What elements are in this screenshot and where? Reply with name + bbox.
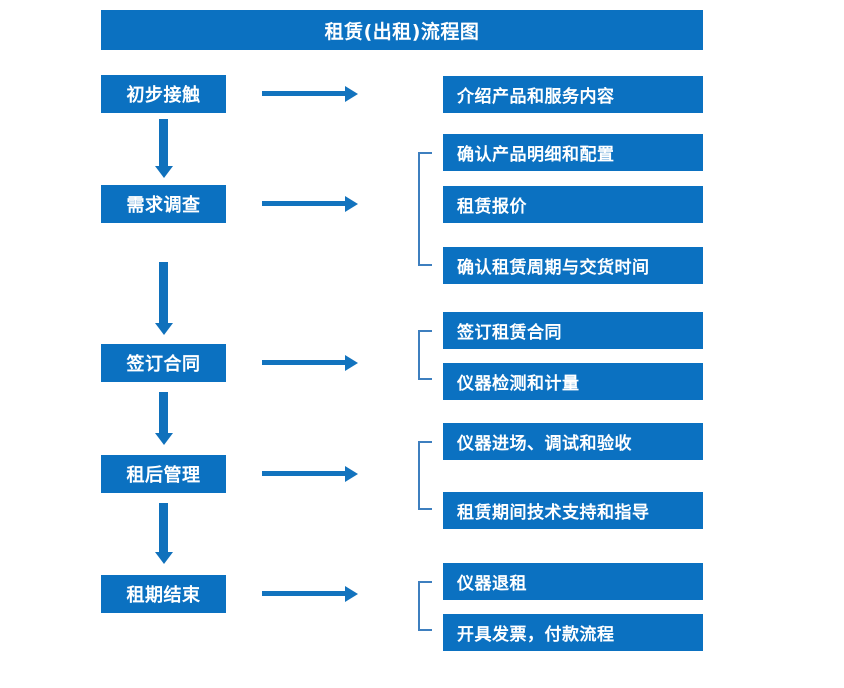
task-box-technical-support[interactable]: 租赁期间技术支持和指导 — [443, 492, 703, 529]
task-box-instrument-arrival[interactable]: 仪器进场、调试和验收 — [443, 423, 703, 460]
stage-box-initial-contact[interactable]: 初步接触 — [101, 75, 226, 113]
diagram-title: 租赁(出租)流程图 — [101, 10, 703, 50]
arrow-right-icon-stage2 — [262, 201, 346, 206]
arrow-down-icon-stage2-stage3 — [159, 262, 168, 324]
task-box-confirm-rental-period[interactable]: 确认租赁周期与交货时间 — [443, 247, 703, 284]
task-box-confirm-product-details[interactable]: 确认产品明细和配置 — [443, 134, 703, 171]
task-box-invoice-payment[interactable]: 开具发票，付款流程 — [443, 614, 703, 651]
task-box-instrument-testing[interactable]: 仪器检测和计量 — [443, 363, 703, 400]
stage-box-needs-survey[interactable]: 需求调查 — [101, 185, 226, 223]
task-box-rental-quotation[interactable]: 租赁报价 — [443, 186, 703, 223]
task-box-instrument-return[interactable]: 仪器退租 — [443, 563, 703, 600]
stage-box-sign-contract[interactable]: 签订合同 — [101, 344, 226, 382]
arrow-right-icon-stage5 — [262, 591, 346, 596]
group-bracket-icon-stage3 — [418, 330, 432, 380]
group-bracket-icon-stage4 — [418, 441, 432, 510]
arrow-right-icon-stage4 — [262, 471, 346, 476]
stage-box-post-rental-management[interactable]: 租后管理 — [101, 455, 226, 493]
task-box-sign-rental-contract[interactable]: 签订租赁合同 — [443, 312, 703, 349]
arrow-down-icon-stage3-stage4 — [159, 392, 168, 434]
group-bracket-icon-stage2 — [418, 152, 432, 266]
arrow-right-icon-stage3 — [262, 360, 346, 365]
arrow-right-icon-stage1 — [262, 91, 346, 96]
arrow-down-icon-stage1-stage2 — [159, 119, 168, 167]
task-box-introduce-products[interactable]: 介绍产品和服务内容 — [443, 76, 703, 113]
group-bracket-icon-stage5 — [418, 581, 432, 631]
arrow-down-icon-stage4-stage5 — [159, 503, 168, 553]
stage-box-lease-end[interactable]: 租期结束 — [101, 575, 226, 613]
